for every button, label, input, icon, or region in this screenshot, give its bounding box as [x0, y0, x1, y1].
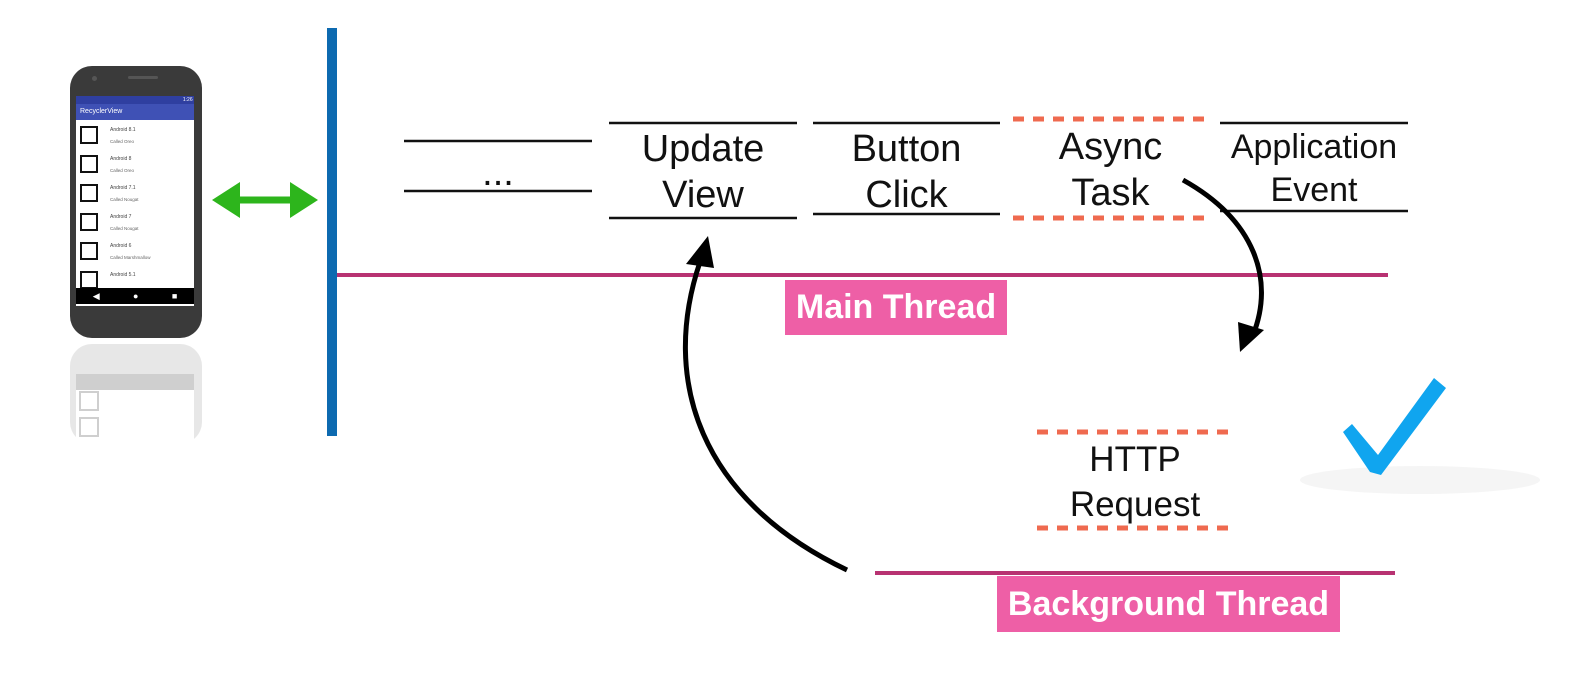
phone-nav-bar: ◀ ● ■ — [76, 288, 194, 304]
recents-icon[interactable]: ■ — [171, 291, 178, 301]
avatar-icon — [80, 184, 98, 202]
application-event-box — [1220, 121, 1408, 213]
double-arrow-icon — [212, 182, 318, 218]
list-item-subtitle: Called Marshmallow — [110, 255, 151, 260]
list-item-subtitle: Called Oreo — [110, 168, 135, 173]
http-request-box — [1037, 429, 1233, 531]
list-item-title: Android 5.1 — [110, 272, 136, 278]
background-thread-label: Background Thread — [997, 576, 1340, 632]
button-click-box — [813, 121, 1000, 216]
ellipsis-label: ... — [482, 152, 514, 194]
http-request-label: HTTP Request — [1037, 437, 1233, 527]
avatar-icon — [80, 271, 98, 289]
app-bar-title: RecyclerView — [76, 104, 194, 120]
list-item[interactable]: Android 7.1 Called Nougat — [78, 182, 192, 210]
phone-screen: 1:26 RecyclerView Android 8.1 Called Ore… — [76, 96, 194, 306]
update-view-box — [609, 121, 797, 220]
list-item-subtitle: Called Oreo — [110, 139, 135, 144]
avatar-icon — [80, 213, 98, 231]
list-item-subtitle: Called Nougat — [110, 226, 139, 231]
list-item-title: Android 8 — [110, 156, 132, 162]
async-task-label: Async Task — [1013, 124, 1208, 216]
list-item[interactable]: Android 7 Called Nougat — [78, 211, 192, 239]
list-item-title: Android 7 — [110, 214, 132, 220]
task-line: Application — [1230, 128, 1398, 166]
list-item[interactable]: Android 8 Called Oreo — [78, 153, 192, 181]
async-task-box — [1013, 116, 1208, 221]
list-item-title: Android 7.1 — [110, 185, 136, 191]
task-line: HTTP — [1089, 440, 1181, 479]
home-icon[interactable]: ● — [133, 291, 139, 301]
list-item-title: Android 8.1 — [110, 127, 136, 133]
task-line: Update — [641, 128, 765, 170]
task-line: Async — [1058, 126, 1163, 168]
list-item-title: Android 6 — [110, 243, 132, 249]
ellipsis-task-box — [404, 139, 592, 193]
avatar-icon — [80, 155, 98, 173]
task-line: Request — [1069, 485, 1201, 524]
status-bar: 1:26 — [76, 96, 194, 104]
task-line: Task — [1071, 172, 1150, 214]
back-icon[interactable]: ◀ — [92, 291, 100, 301]
avatar-icon — [80, 242, 98, 260]
list-item[interactable]: Android 6 Called Marshmallow — [78, 240, 192, 268]
list-item-subtitle: Called Nougat — [110, 197, 139, 202]
speaker-grille — [128, 76, 158, 79]
front-camera — [92, 76, 97, 81]
main-thread-label: Main Thread — [785, 280, 1007, 335]
application-event-label: Application Event — [1218, 126, 1410, 212]
button-click-label: Button Click — [813, 126, 1000, 218]
task-line: Click — [865, 174, 948, 216]
checkmark-icon — [1300, 378, 1540, 494]
phone-reflection — [70, 344, 202, 444]
callback-arrow — [682, 236, 849, 573]
status-time: 1:26 — [182, 97, 193, 103]
dispatch-arrow — [1181, 177, 1264, 352]
ui-divider-line — [327, 28, 337, 436]
list-item[interactable]: Android 8.1 Called Oreo — [78, 124, 192, 152]
update-view-label: Update View — [609, 126, 797, 218]
avatar-icon — [80, 126, 98, 144]
task-line: Event — [1270, 171, 1358, 209]
task-line: Button — [851, 128, 962, 170]
task-line: View — [662, 174, 744, 216]
